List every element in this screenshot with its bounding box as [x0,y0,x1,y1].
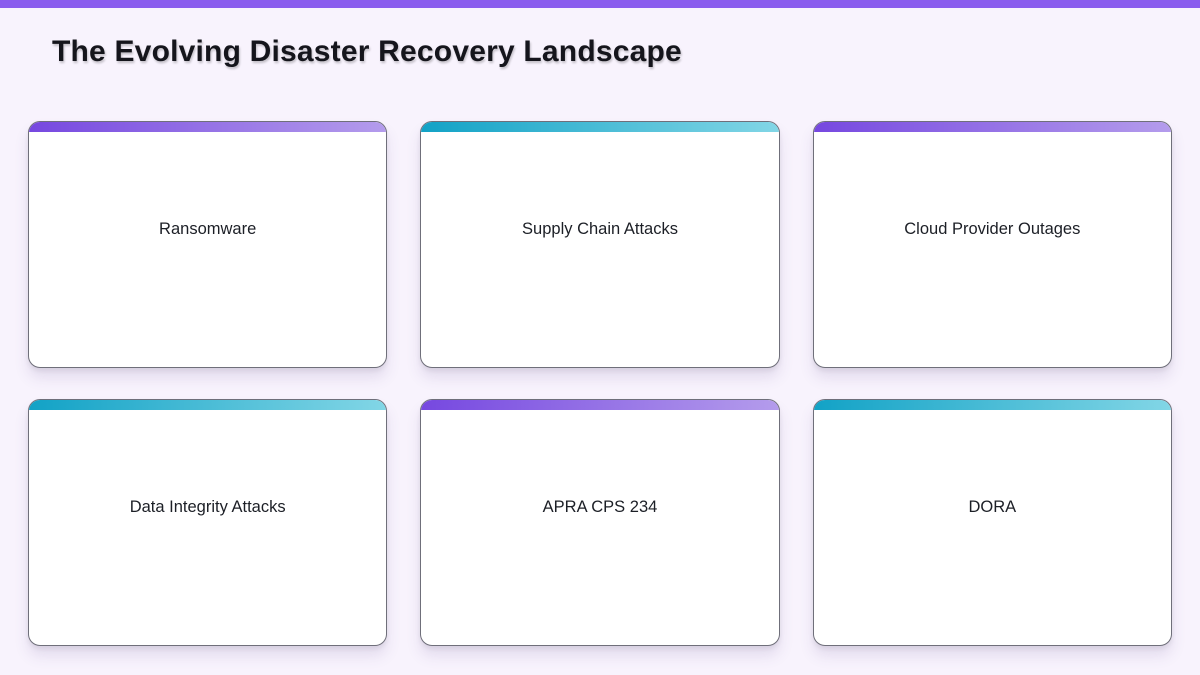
card-grid: Ransomware Supply Chain Attacks Cloud Pr… [0,121,1200,646]
card-ransomware: Ransomware [28,121,388,368]
card-supply-chain-attacks: Supply Chain Attacks [420,121,780,368]
card-accent-strip [421,122,779,132]
card-label: Supply Chain Attacks [522,220,678,238]
card-accent-strip [813,400,1171,410]
page-title: The Evolving Disaster Recovery Landscape [52,35,682,68]
card-label: Data Integrity Attacks [129,498,286,516]
top-accent-bar [0,0,1200,8]
card-accent-strip [813,122,1171,132]
card-label: Cloud Provider Outages [904,220,1081,238]
card-label: Ransomware [159,220,257,238]
card-accent-strip [29,400,387,410]
card-cloud-provider-outages: Cloud Provider Outages [812,121,1172,368]
card-accent-strip [421,400,779,410]
card-accent-strip [29,122,387,132]
card-data-integrity-attacks: Data Integrity Attacks [28,399,388,646]
card-apra-cps-234: APRA CPS 234 [420,399,780,646]
card-label: DORA [968,498,1017,516]
card-label: APRA CPS 234 [542,498,658,516]
card-dora: DORA [812,399,1172,646]
